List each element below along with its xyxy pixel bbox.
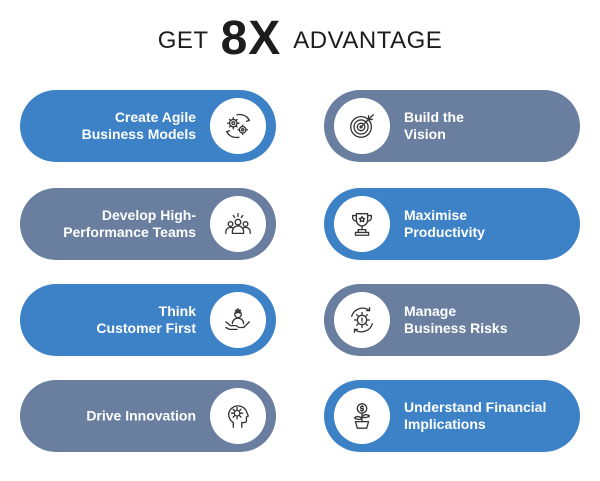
title-highlight: 8X bbox=[220, 11, 282, 65]
risk-gear-icon bbox=[334, 292, 390, 348]
advantage-card-high-performance-teams: Develop High-Performance Teams bbox=[20, 188, 276, 260]
trophy-icon bbox=[334, 196, 390, 252]
card-label: Drive Innovation bbox=[86, 407, 196, 424]
card-label: Develop High-Performance Teams bbox=[63, 207, 196, 240]
advantage-card-drive-innovation: Drive Innovation bbox=[20, 380, 276, 452]
title-suffix: ADVANTAGE bbox=[293, 27, 443, 54]
gears-cycle-icon bbox=[210, 98, 266, 154]
title-prefix: GET bbox=[157, 27, 209, 54]
money-plant-icon bbox=[334, 388, 390, 444]
customer-icon bbox=[210, 292, 266, 348]
target-icon bbox=[334, 98, 390, 154]
innovation-head-icon bbox=[210, 388, 266, 444]
team-icon bbox=[210, 196, 266, 252]
page-title: GET 8X ADVANTAGE bbox=[0, 8, 600, 68]
